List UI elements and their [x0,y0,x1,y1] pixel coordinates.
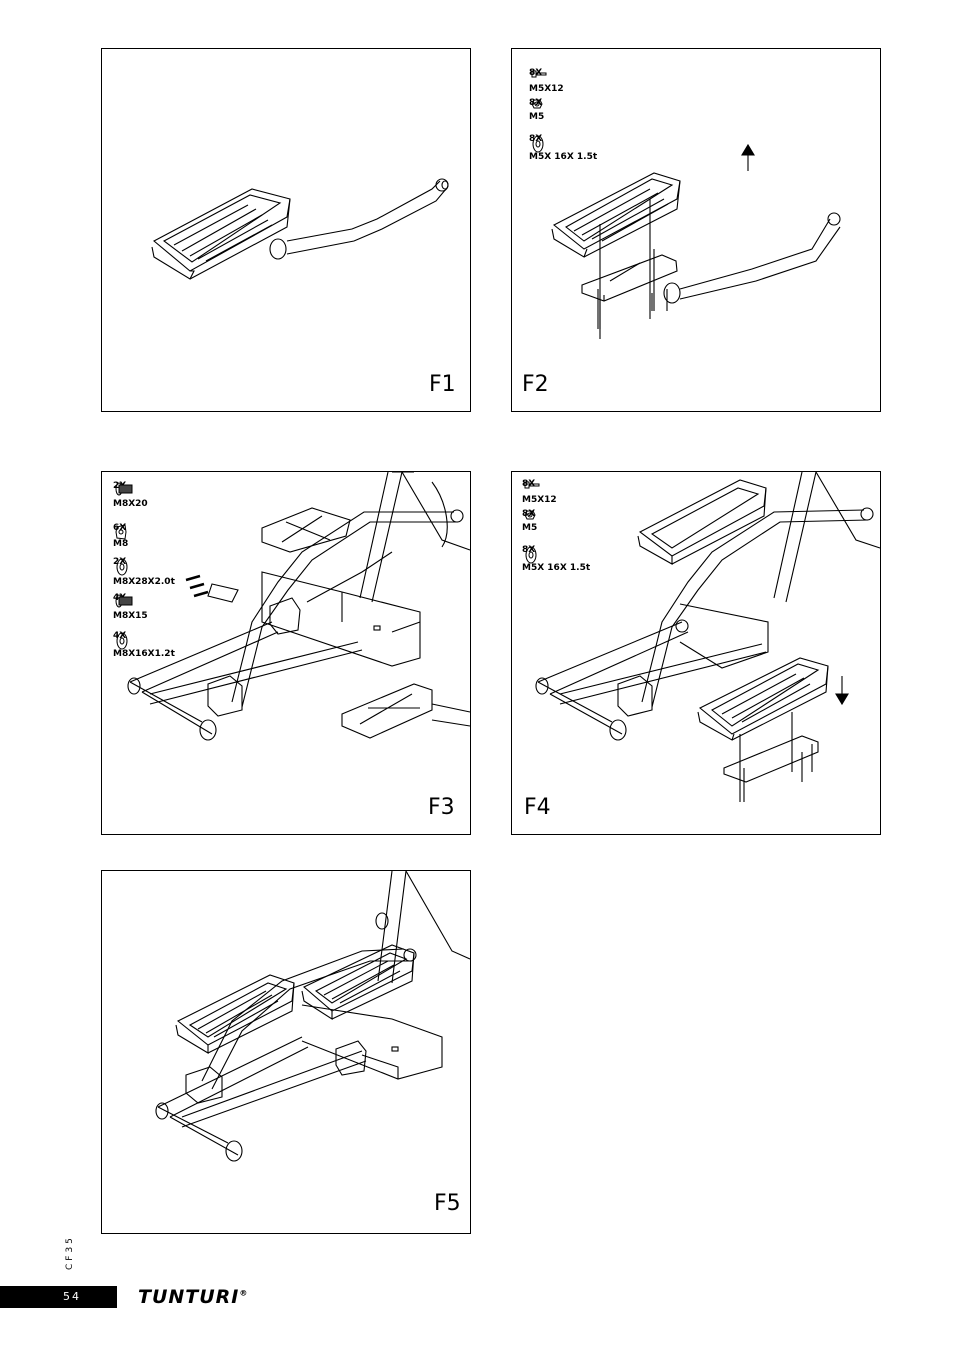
pedal-with-arm-illustration [151,178,449,280]
part-qty: 8X [529,98,543,109]
part-qty: 8X [529,69,547,78]
part-qty: 6X [113,524,127,540]
washer-icon [116,632,128,650]
figure-f4-panel: 8X M5X12 8X M5 8X M5X 16X 1.5t [511,471,881,835]
up-arrow-icon [741,143,755,171]
brand-logo: TUNTURI® [138,1286,248,1308]
figure-f3-panel: 2X M8X20 6X M8 2X M8X28X2.0t 4X M8X15 4X… [101,471,471,835]
figure-f1-panel: F1 [101,48,471,412]
part-spec: M8X20 [113,499,148,509]
screw-icon [524,481,540,489]
part-spec: M5X 16X 1.5t [522,563,591,573]
part-spec: M8 [113,539,129,549]
brand-name: TUNTURI [138,1286,240,1308]
page-number: 54 [63,1290,81,1303]
part-qty: 4X [113,594,133,608]
figure-label: F5 [434,1191,461,1216]
part-qty: 8X [522,480,540,489]
part-spec: M5 [529,112,545,122]
part-spec: M5 [522,523,538,533]
bolt-icon [115,594,133,608]
part-qty: 8X [522,546,537,564]
pedal-assembly-illustration [551,143,841,339]
part-spec: M8X28X2.0t [113,577,175,587]
model-code: CF35 [65,1235,75,1270]
nut-icon [115,524,127,540]
part-qty: 2X [113,558,128,576]
figure-label: F1 [429,372,456,397]
part-qty: 2X [113,482,133,496]
figure-label: F2 [522,372,549,397]
part-spec: M5X12 [529,84,564,94]
part-spec: M5X12 [522,495,557,505]
washer-icon [116,558,128,576]
figure-f5-panel: F5 [101,870,471,1234]
nut-icon [524,510,536,520]
part-spec: M8X16X1.2t [113,649,175,659]
figure-label: F4 [524,795,551,820]
page-number-bar [0,1286,117,1308]
down-arrow-icon [835,676,849,706]
part-qty: 4X [113,632,128,650]
second-pedal-assembly-illustration [535,472,881,802]
screw-icon [531,70,547,78]
bolt-icon [115,482,133,496]
registered-mark-icon: ® [239,1288,249,1298]
figure-label: F3 [428,795,455,820]
nut-icon [531,99,543,109]
completed-assembly-illustration [155,871,471,1162]
washer-icon [525,546,537,564]
part-spec: M5X 16X 1.5t [529,152,598,162]
washer-icon [532,135,544,153]
part-spec: M8X15 [113,611,148,621]
figure-f2-panel: 8X M5X12 8X M5 8X M5X 16X 1.5t [511,48,881,412]
frame-assembly-illustration [127,472,471,741]
part-qty: 8X [529,135,544,153]
part-qty: 8X [522,509,536,520]
